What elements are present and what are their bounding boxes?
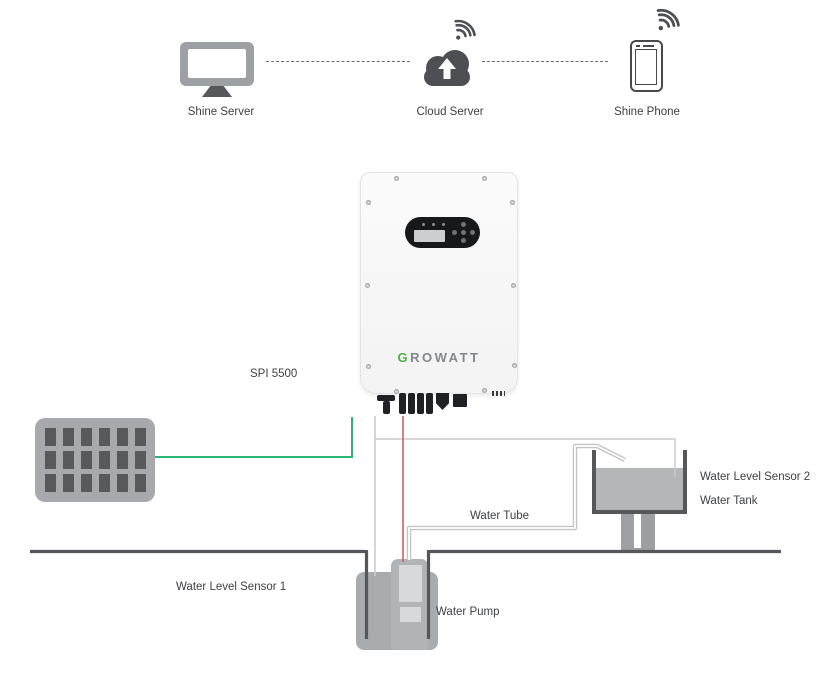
water-pump-label: Water Pump — [436, 606, 500, 618]
phone-camera — [636, 44, 640, 47]
shine-phone-icon — [630, 40, 663, 92]
shine-server-label: Shine Server — [187, 106, 255, 118]
inverter-display — [405, 217, 480, 248]
screw-icon — [366, 364, 371, 369]
screw-icon — [365, 283, 370, 288]
panel-cell — [117, 451, 128, 469]
pv-wire — [155, 417, 353, 458]
mc4-connector — [417, 393, 424, 414]
shine-phone-label: Shine Phone — [614, 106, 680, 118]
screw-icon — [482, 388, 487, 393]
screw-icon — [394, 176, 399, 181]
tank-wall-right — [683, 450, 687, 514]
screw-icon — [512, 363, 517, 368]
pump-motor — [399, 565, 422, 602]
left-button — [452, 230, 457, 235]
tank-water — [596, 468, 683, 510]
panel-cell — [45, 428, 56, 446]
mc4-connector — [399, 393, 406, 414]
dc-connector — [383, 401, 390, 414]
panel-cell — [117, 474, 128, 492]
panel-cell — [135, 474, 146, 492]
solar-panel-icon — [35, 418, 155, 502]
ok-button — [461, 230, 466, 235]
screw-icon — [482, 176, 487, 181]
link-line-server-cloud — [266, 61, 410, 62]
panel-cell — [63, 428, 74, 446]
down-button — [461, 238, 466, 243]
cable-gland — [453, 394, 467, 407]
screw-icon — [394, 389, 399, 394]
led-indicator — [442, 223, 445, 226]
water-pump-icon — [391, 559, 428, 650]
plug-connector — [436, 393, 449, 410]
cloud-server-icon — [419, 46, 475, 95]
inverter: GROWATT — [360, 172, 518, 394]
panel-cell — [117, 428, 128, 446]
panel-cell — [81, 451, 92, 469]
panel-cell — [63, 474, 74, 492]
right-button — [470, 230, 475, 235]
dc-connector — [377, 395, 395, 401]
shine-server-monitor-icon — [180, 42, 254, 86]
cloud-server-label: Cloud Server — [416, 106, 484, 118]
link-line-cloud-phone — [482, 61, 608, 62]
screw-icon — [511, 283, 516, 288]
panel-cell — [135, 451, 146, 469]
logo-rest: ROWATT — [410, 350, 481, 365]
water-tube-label: Water Tube — [470, 510, 530, 522]
panel-cell — [99, 474, 110, 492]
screw-icon — [510, 200, 515, 205]
panel-cell — [45, 451, 56, 469]
panel-cell — [99, 451, 110, 469]
panel-cell — [99, 428, 110, 446]
inverter-model-label: SPI 5500 — [250, 368, 298, 380]
tank-bottom — [592, 510, 687, 514]
water-tank-label: Water Tank — [700, 495, 758, 507]
led-indicator — [432, 223, 435, 226]
mc4-connector — [408, 393, 415, 414]
logo-initial: G — [397, 350, 411, 365]
vent-icon — [492, 391, 505, 396]
pump-outlet — [400, 607, 421, 622]
panel-cell — [135, 428, 146, 446]
led-indicator — [422, 223, 425, 226]
panel-cell — [81, 428, 92, 446]
panel-cell — [81, 474, 92, 492]
pedestal-slot — [634, 514, 641, 548]
monitor-screen — [188, 49, 246, 78]
up-button — [461, 222, 466, 227]
panel-cell — [63, 451, 74, 469]
monitor-stand — [202, 86, 232, 97]
water-level-sensor2-label: Water Level Sensor 2 — [700, 471, 811, 483]
screw-icon — [366, 200, 371, 205]
wifi-icon — [648, 3, 685, 39]
phone-speaker — [643, 44, 654, 47]
wifi-icon — [446, 14, 480, 47]
phone-screen — [635, 49, 657, 85]
tank-pedestal — [621, 514, 655, 553]
upload-arrow-icon — [438, 58, 456, 79]
water-level-sensor1-label: Water Level Sensor 1 — [176, 581, 287, 593]
mc4-connector — [426, 393, 433, 414]
lcd-screen — [414, 230, 445, 242]
tank-wall-left — [592, 450, 596, 514]
growatt-logo: GROWATT — [361, 350, 517, 365]
panel-cell — [45, 474, 56, 492]
